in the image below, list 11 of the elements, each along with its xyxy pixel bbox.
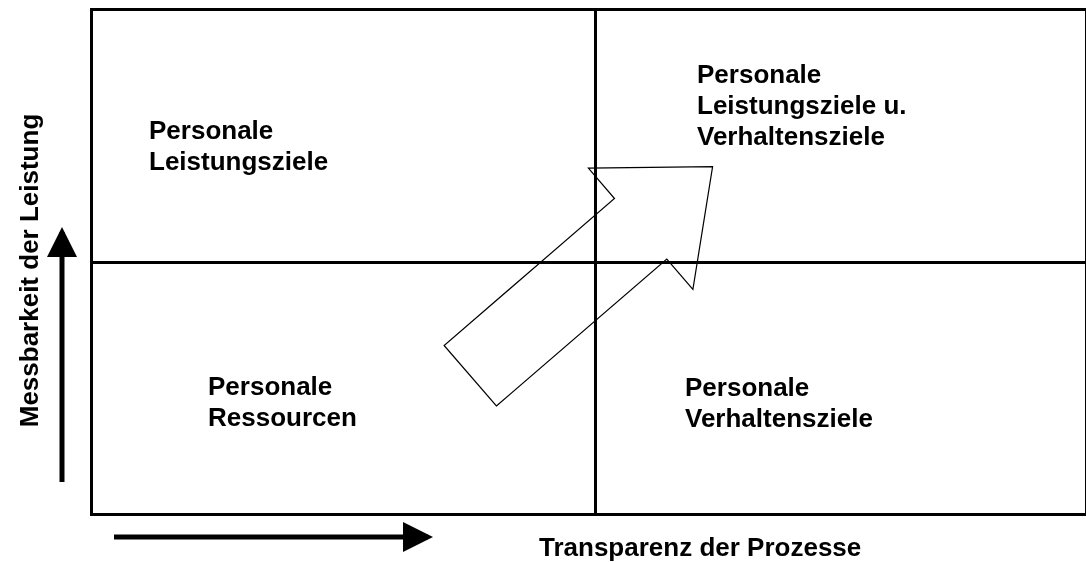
quadrant <box>90 8 597 264</box>
quadrant <box>594 8 1086 264</box>
axis-label: Transparenz der Prozesse <box>539 531 862 562</box>
axis-label: Messbarkeit der Leistung <box>14 113 46 427</box>
quadrant <box>90 261 597 516</box>
quadrant-title: Personale Leistungsziele u. Verhaltensziele <box>697 59 908 152</box>
quadrant-title: Personale Ressourcen <box>208 371 358 433</box>
quadrant <box>594 261 1086 516</box>
block-arrow <box>443 166 714 407</box>
quadrant-title: Personale Verhaltensziele <box>685 372 874 434</box>
quadrant-title: Personale Leistungsziele <box>149 115 330 177</box>
